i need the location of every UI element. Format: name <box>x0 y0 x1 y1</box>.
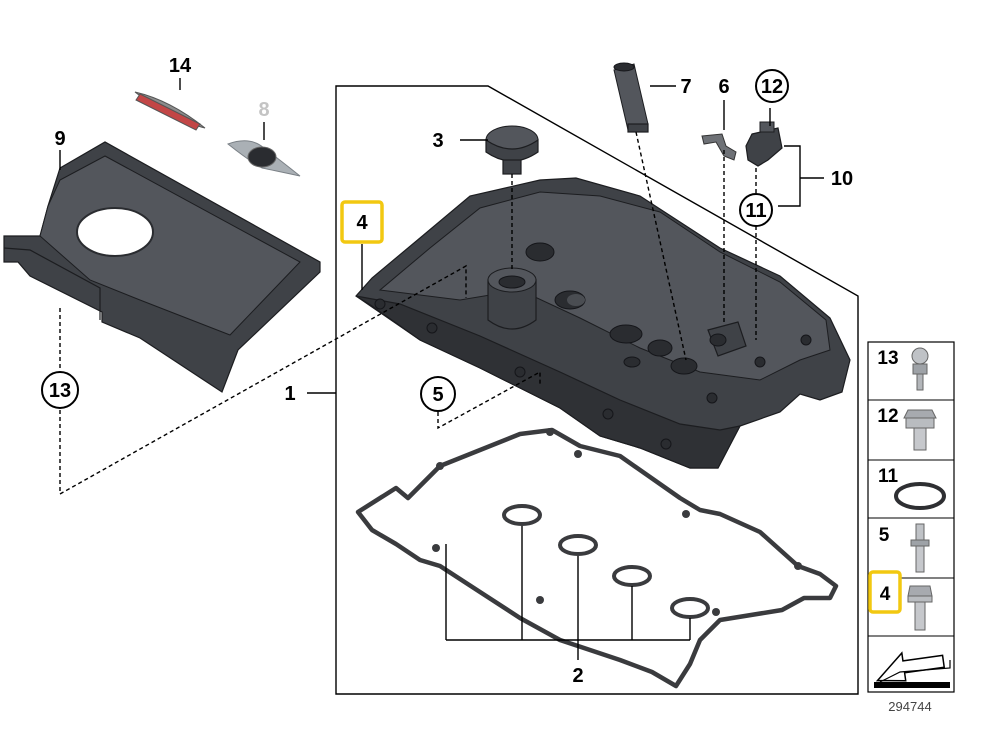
stud-bolt-icon <box>910 523 930 573</box>
reference-number: 294744 <box>888 699 931 714</box>
gasket-part <box>355 427 839 689</box>
legend-label-5: 5 <box>879 525 890 546</box>
callout-12: 12 <box>761 76 783 98</box>
callout-1: 1 <box>284 383 295 405</box>
callout-5: 5 <box>432 384 443 406</box>
callout-9: 9 <box>54 128 65 150</box>
callout-8: 8 <box>258 99 269 121</box>
badge-8-part <box>226 140 301 177</box>
assembly-frame <box>335 85 859 695</box>
callout-11: 11 <box>745 200 766 222</box>
clip-part <box>701 133 737 161</box>
oil-cap-part <box>485 125 539 175</box>
legend-label-11: 11 <box>878 466 899 487</box>
leader-lines <box>59 78 824 660</box>
bolt-icon <box>907 585 933 631</box>
arrow-icon <box>874 651 951 688</box>
valve-cover-part <box>355 177 851 469</box>
hex-bolt-icon <box>903 409 937 451</box>
callout-10: 10 <box>831 168 853 190</box>
sensor-part <box>745 121 783 167</box>
callout-13: 13 <box>49 380 71 402</box>
o-ring-icon <box>894 482 946 510</box>
legend: 13 12 11 5 4 <box>867 341 955 693</box>
dipstick-part <box>613 62 649 133</box>
callout-2: 2 <box>572 665 583 687</box>
callouts: 14 8 9 3 7 6 10 1 2 12 11 13 5 4 <box>41 55 853 687</box>
callout-14: 14 <box>169 55 192 77</box>
legend-label-13: 13 <box>877 348 898 369</box>
callout-6: 6 <box>718 76 729 98</box>
ball-stud-icon <box>911 347 929 391</box>
callout-7: 7 <box>680 76 691 98</box>
engine-cover-part <box>3 141 321 393</box>
callout-3: 3 <box>432 130 443 152</box>
callout-4: 4 <box>356 212 368 234</box>
emblem-14-part <box>134 91 206 131</box>
legend-label-4: 4 <box>880 584 891 605</box>
dashed-leader-lines <box>59 131 757 496</box>
legend-label-12: 12 <box>877 406 898 427</box>
